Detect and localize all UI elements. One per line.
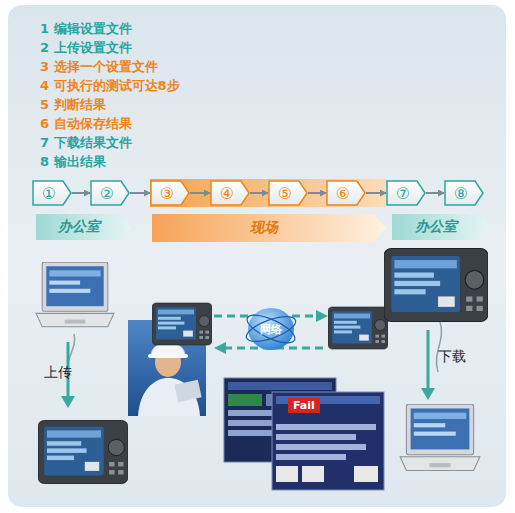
node-text: 网络 <box>244 306 298 352</box>
step-connector <box>426 192 444 194</box>
node-text: ⑦ <box>386 180 426 206</box>
node-text: ⑥ <box>326 180 366 206</box>
dashed-arrowhead <box>214 342 226 354</box>
test-instrument <box>328 307 388 349</box>
location-band: 现场 <box>152 214 386 242</box>
chevron-shape <box>445 181 483 205</box>
step-list-item: 1 编辑设置文件 <box>40 20 132 38</box>
download-arrowhead <box>421 388 435 400</box>
step-chevron: ④ <box>210 180 250 206</box>
chevron-shape <box>33 181 71 205</box>
step-list-item: 8 输出结果 <box>40 153 106 171</box>
chevron-shape <box>211 181 249 205</box>
field-step-band <box>150 179 386 207</box>
step-list-item: 7 下载结果文件 <box>40 134 132 152</box>
chevron-shape <box>151 181 189 205</box>
cable <box>436 322 441 372</box>
result-screens <box>224 378 384 490</box>
step-list-item: 4 可执行的测试可达8步 <box>40 77 180 95</box>
location-band: 办公室 <box>36 214 132 240</box>
dashed-arrowhead <box>316 310 328 322</box>
background-panel <box>8 5 506 507</box>
step-connector <box>190 192 210 194</box>
node-text: ① <box>32 180 72 206</box>
step-connector <box>250 192 268 194</box>
arrow-label: 下载 <box>438 348 466 366</box>
step-list-item: 5 判断结果 <box>40 96 106 114</box>
laptop <box>400 404 480 470</box>
upload-arrowhead <box>61 396 75 408</box>
step-list-item: 3 选择一个设置文件 <box>40 58 158 76</box>
chevron-shape <box>327 181 365 205</box>
node-text: ⑧ <box>444 180 484 206</box>
step-connector <box>130 192 150 194</box>
location-band: 办公室 <box>392 214 490 240</box>
step-list-item: 6 自动保存结果 <box>40 115 132 133</box>
node-text: ④ <box>210 180 250 206</box>
step-chevron: ③ <box>150 180 190 206</box>
band-shape <box>152 214 386 242</box>
chevron-shape <box>91 181 129 205</box>
test-instrument <box>384 249 488 322</box>
step-list-item: 2 上传设置文件 <box>40 39 132 57</box>
node-text: ⑤ <box>268 180 308 206</box>
network-globe: 网络 <box>244 306 298 352</box>
node-text: 现场 <box>152 214 386 242</box>
chevron-shape <box>269 181 307 205</box>
step-connector <box>308 192 326 194</box>
step-connector <box>366 192 386 194</box>
step-connector <box>72 192 90 194</box>
step-chevron: ⑧ <box>444 180 484 206</box>
test-instrument <box>38 421 128 484</box>
arrow-label: 上传 <box>44 364 72 382</box>
node-text: ② <box>90 180 130 206</box>
step-chevron: ⑤ <box>268 180 308 206</box>
node-text: ③ <box>150 180 190 206</box>
status-badge: Fail <box>288 398 320 413</box>
node-text: 办公室 <box>36 214 132 240</box>
chevron-shape <box>387 181 425 205</box>
step-chevron: ② <box>90 180 130 206</box>
band-shape <box>392 214 490 240</box>
step-chevron: ① <box>32 180 72 206</box>
laptop <box>36 262 114 327</box>
band-shape <box>36 214 132 240</box>
node-text: 办公室 <box>392 214 490 240</box>
step-chevron: ⑦ <box>386 180 426 206</box>
step-chevron: ⑥ <box>326 180 366 206</box>
download-arrow <box>427 330 430 390</box>
test-instrument <box>152 303 212 345</box>
